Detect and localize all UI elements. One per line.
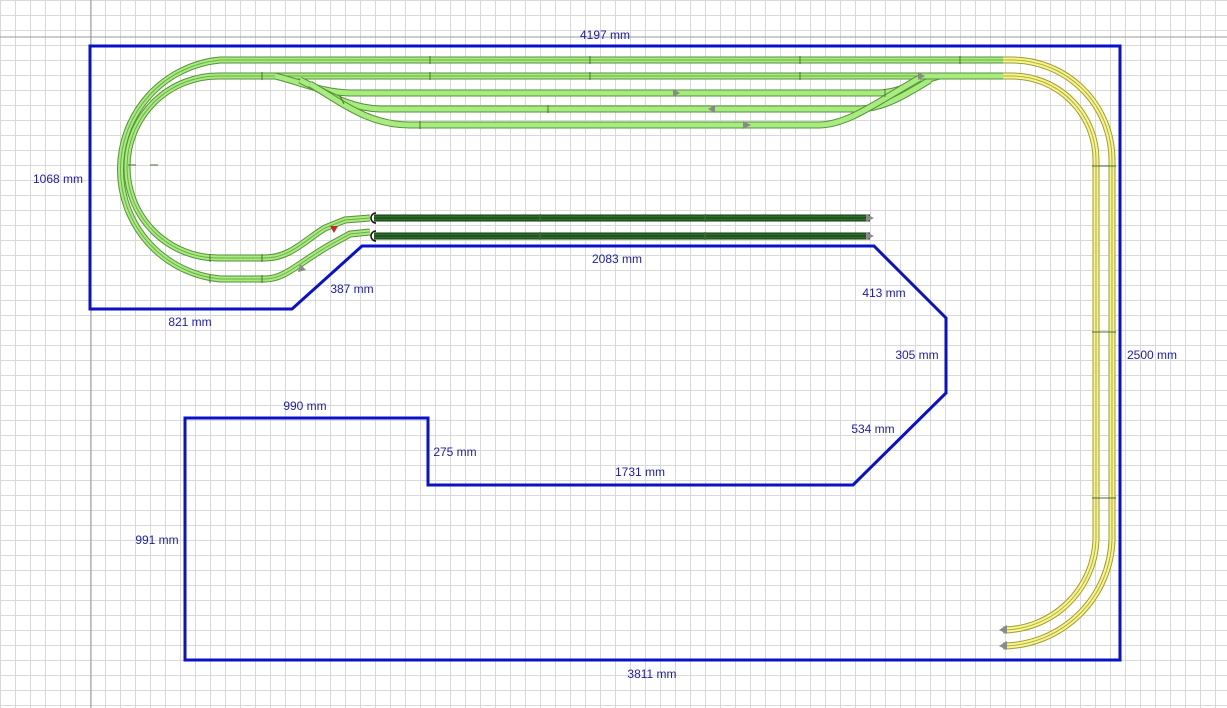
track-siding-6-fill: [748, 75, 922, 128]
dim-left-bottom: 821 mm: [168, 315, 211, 329]
track-yellow-inner-fill: [1002, 73, 1099, 633]
track-group-station[interactable]: [370, 212, 870, 242]
dim-inner-top: 2083 mm: [592, 252, 642, 266]
track-end-markers: [298, 72, 1007, 650]
dim-left-height: 1068 mm: [33, 172, 83, 186]
end-marker-station-2[interactable]: [866, 232, 874, 240]
dim-bottom-width: 3811 mm: [627, 667, 676, 681]
track-yellow-outer-center: [1002, 59, 1113, 647]
track-yellow-inner[interactable]: [1002, 72, 1100, 634]
dim-diag-right-bottom: 534 mm: [851, 422, 894, 436]
end-marker-siding-3[interactable]: [743, 121, 751, 129]
track-outer-loop-center: [119, 59, 1003, 280]
dim-top-width: 4197 mm: [580, 28, 630, 42]
end-marker-yellow-1[interactable]: [999, 625, 1007, 634]
board-outline-upper[interactable]: [88, 44, 1122, 662]
track-yellow-inner-center: [1002, 75, 1097, 631]
track-group-yellow[interactable]: [1002, 56, 1116, 650]
buffer-stop-2[interactable]: [370, 230, 377, 242]
track-inner-loop-center: [126, 75, 1003, 259]
dim-step-height: 275 mm: [433, 445, 476, 459]
dim-step-width: 990 mm: [283, 399, 326, 413]
end-marker-turnout-2[interactable]: [918, 72, 925, 80]
dim-diag-right-top: 413 mm: [862, 286, 905, 300]
track-siding-3-fill: [308, 81, 748, 128]
dim-diag-left: 387 mm: [330, 282, 373, 296]
end-marker-turnout-1[interactable]: [298, 264, 306, 272]
end-marker-siding-1[interactable]: [673, 89, 680, 97]
end-marker-yellow-2[interactable]: [999, 641, 1007, 650]
end-marker-selected[interactable]: [330, 226, 338, 233]
track-group-green[interactable]: [116, 56, 1003, 283]
dim-right-inner: 305 mm: [895, 348, 938, 362]
end-marker-station-1[interactable]: [866, 214, 874, 222]
end-marker-siding-2[interactable]: [708, 105, 715, 113]
dimension-labels: 4197 mm 1068 mm 821 mm 387 mm 2083 mm 41…: [33, 28, 1177, 681]
dim-lower-bottom-inner: 1731 mm: [615, 465, 665, 479]
dim-right-height: 2500 mm: [1127, 348, 1177, 362]
track-joints-green: [128, 56, 961, 283]
dim-left-lower: 991 mm: [135, 533, 178, 547]
buffer-stop-1[interactable]: [370, 212, 377, 224]
